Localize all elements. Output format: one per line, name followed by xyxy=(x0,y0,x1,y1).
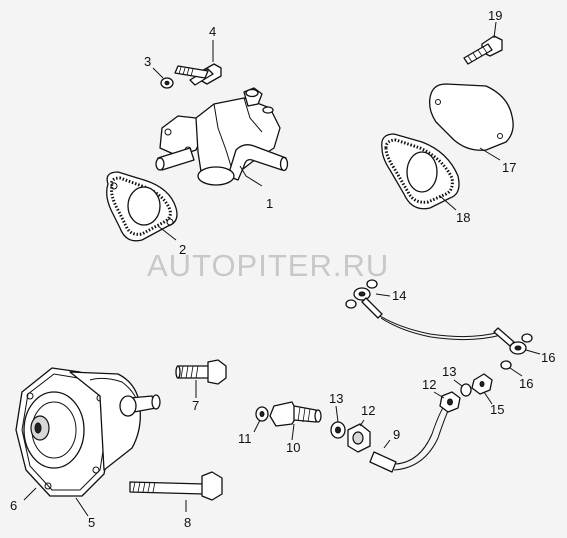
part-4-bolt xyxy=(174,63,222,86)
callout-19: 19 xyxy=(488,8,502,23)
callout-16-a: 16 xyxy=(541,350,555,365)
callout-1: 1 xyxy=(266,196,273,211)
part-18-gasket xyxy=(381,133,460,210)
callout-10: 10 xyxy=(286,440,300,455)
part-1-housing xyxy=(155,87,289,186)
callout-14: 14 xyxy=(392,288,406,303)
part-10-connector xyxy=(269,401,322,427)
part-13-washer xyxy=(330,421,346,439)
part-12-nut xyxy=(347,423,371,453)
leader-lines xyxy=(23,21,541,517)
callout-11: 11 xyxy=(238,431,252,446)
callout-numbers: 4 3 1 2 19 17 18 14 16 16 7 13 12 15 13 … xyxy=(10,8,555,530)
callout-9: 9 xyxy=(393,427,400,442)
callout-13-b: 13 xyxy=(329,391,343,406)
part-7-bolt xyxy=(175,359,227,385)
part-9-pipe xyxy=(369,399,453,473)
callout-2: 2 xyxy=(179,242,186,257)
part-5-pump-body xyxy=(15,367,161,497)
callout-15: 15 xyxy=(490,402,504,417)
callout-12-a: 12 xyxy=(422,377,436,392)
callout-7: 7 xyxy=(192,398,199,413)
part-14-pipe xyxy=(345,279,533,370)
part-15-fitting xyxy=(471,373,493,395)
part-11-washer xyxy=(255,406,269,422)
part-13-washer-b xyxy=(460,383,472,397)
callout-5: 5 xyxy=(88,515,95,530)
callout-6: 6 xyxy=(10,498,17,513)
callout-12-b: 12 xyxy=(361,403,375,418)
callout-8: 8 xyxy=(184,515,191,530)
part-19-bolt xyxy=(463,35,503,65)
callout-16-b: 16 xyxy=(519,376,533,391)
callout-3: 3 xyxy=(144,54,151,69)
part-3-washer xyxy=(160,77,174,89)
callout-17: 17 xyxy=(502,160,516,175)
part-8-long-bolt xyxy=(129,471,223,501)
callout-18: 18 xyxy=(456,210,470,225)
part-2-gasket xyxy=(106,171,178,242)
watermark-text: AUTOPITER.RU xyxy=(147,248,389,283)
callout-4: 4 xyxy=(209,24,216,39)
callout-13-a: 13 xyxy=(442,364,456,379)
part-12-nut-b xyxy=(439,391,461,413)
part-17-cover-plate xyxy=(428,83,514,151)
